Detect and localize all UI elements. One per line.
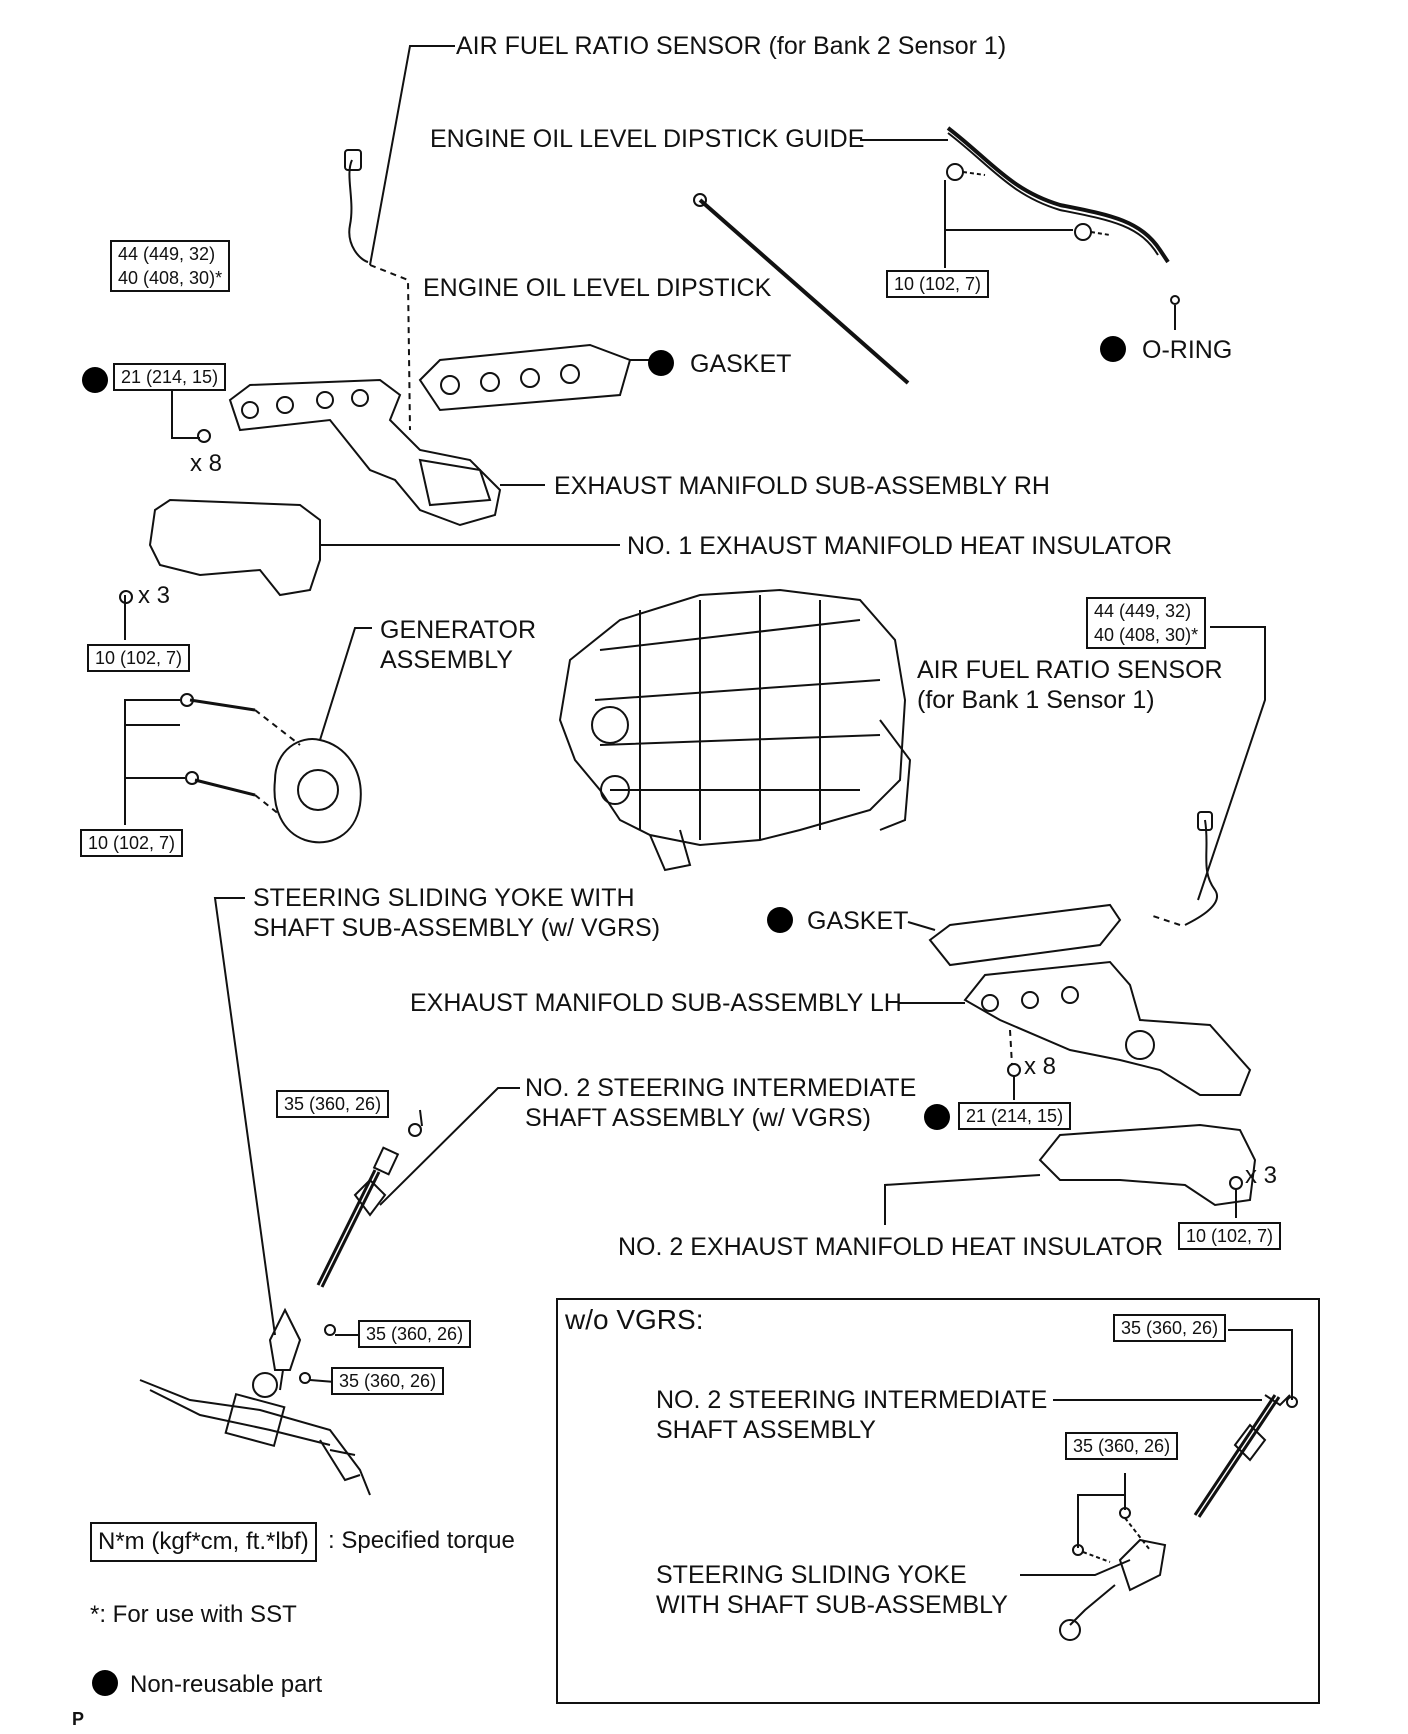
label-no2-shaft-2: SHAFT ASSEMBLY: [656, 1416, 876, 1444]
non-reusable-dot-icon: [648, 350, 674, 376]
leader-yoke-vgrs: [213, 897, 276, 1336]
label-no2-shaft-vgrs-2: SHAFT ASSEMBLY (w/ VGRS): [525, 1104, 871, 1132]
gasket-top-part: [418, 343, 632, 412]
label-no2-shaft-1: NO. 2 STEERING INTERMEDIATE: [656, 1386, 1048, 1414]
wo-vgrs-frame: [556, 1298, 1320, 1704]
torque-generator: 10 (102, 7): [80, 829, 184, 857]
gasket-lh-part: [928, 903, 1122, 967]
torque-wo-top: 35 (360, 26): [1113, 1314, 1227, 1342]
label-insulator-1: NO. 1 EXHAUST MANIFOLD HEAT INSULATOR: [627, 532, 1173, 560]
dipstick-part: [698, 198, 910, 385]
torque-af-sensor-bank2: 44 (449, 32) 40 (408, 30)*: [110, 240, 231, 292]
label-no2-shaft-vgrs-1: NO. 2 STEERING INTERMEDIATE: [525, 1074, 917, 1102]
qty-ins1-bolts: x 3: [138, 582, 171, 609]
yoke-wo-part: [1118, 1538, 1167, 1592]
non-reusable-dot-icon: [82, 367, 108, 393]
label-af-sensor-bank2: AIR FUEL RATIO SENSOR (for Bank 2 Sensor…: [456, 32, 1007, 60]
torque-value: 44 (449, 32): [1094, 601, 1192, 621]
qty-ins2-bolts: x 3: [1245, 1162, 1278, 1189]
af-sensor-bank2-part: [348, 159, 369, 263]
dipstick-guide-part: [946, 126, 1170, 264]
leader-yoke-wo: [1020, 1559, 1131, 1576]
leader-wo-top: [1228, 1329, 1293, 1400]
torque-value-sst: 40 (408, 30)*: [1094, 625, 1199, 645]
leader-af-sensor-bank2: [369, 45, 455, 266]
no2-shaft-vgrs-part: [316, 1169, 381, 1288]
torque-value: 44 (449, 32): [118, 244, 216, 264]
label-gasket-lh: GASKET: [807, 907, 909, 935]
exhaust-manifold-rh-part: [228, 378, 502, 527]
label-generator-1: GENERATOR: [380, 616, 537, 644]
label-wo-vgrs: w/o VGRS:: [565, 1304, 704, 1335]
leader-gasket-lh: [907, 921, 936, 931]
steering-rack-part: [139, 1372, 371, 1496]
leader-generator: [319, 627, 372, 741]
label-af-sensor-bank1-1: AIR FUEL RATIO SENSOR: [917, 656, 1223, 684]
leader-no2-shaft-vgrs: [379, 1087, 520, 1206]
qty-lh-nuts: x 8: [1024, 1053, 1057, 1080]
leader-insulator-2: [884, 1174, 1041, 1225]
legend-torque-text: : Specified torque: [328, 1527, 515, 1554]
label-exhaust-lh: EXHAUST MANIFOLD SUB-ASSEMBLY LH: [410, 989, 902, 1017]
non-reusable-dot-icon: [767, 907, 793, 933]
non-reusable-dot-icon: [924, 1104, 950, 1130]
label-oring: O-RING: [1142, 336, 1233, 364]
label-af-sensor-bank1-2: (for Bank 1 Sensor 1): [917, 686, 1155, 714]
torque-shaft-top: 35 (360, 26): [276, 1090, 390, 1118]
no2-shaft-wo-part: [1193, 1394, 1281, 1518]
engine-assembly-part: [558, 588, 912, 872]
exhaust-manifold-lh-part: [963, 960, 1252, 1096]
torque-shaft-bot: 35 (360, 26): [331, 1367, 445, 1395]
label-yoke-vgrs-2: SHAFT SUB-ASSEMBLY (w/ VGRS): [253, 914, 661, 942]
torque-exhaust-lh-nut: 21 (214, 15): [958, 1102, 1072, 1130]
leader-guide-torque: [944, 180, 1073, 268]
torque-shaft-mid: 35 (360, 26): [358, 1320, 472, 1348]
oring-part: [1170, 295, 1180, 305]
af-sensor-bank1-part: [1184, 819, 1218, 926]
legend-torque-box: N*m (kgf*cm, ft.*lbf): [90, 1522, 317, 1562]
label-dipstick: ENGINE OIL LEVEL DIPSTICK: [423, 274, 772, 302]
non-reusable-dot-icon: [1100, 336, 1126, 362]
yoke-vgrs-part: [268, 1307, 302, 1371]
label-yoke-2: WITH SHAFT SUB-ASSEMBLY: [656, 1591, 1008, 1619]
torque-value-sst: 40 (408, 30)*: [118, 268, 223, 288]
insulator-2-part: [1038, 1123, 1257, 1207]
label-dipstick-guide: ENGINE OIL LEVEL DIPSTICK GUIDE: [430, 125, 865, 153]
torque-wo-mid: 35 (360, 26): [1065, 1432, 1179, 1460]
corner-mark: P: [72, 1709, 85, 1729]
torque-af-sensor-bank1: 44 (449, 32) 40 (408, 30)*: [1086, 597, 1207, 649]
label-yoke-vgrs-1: STEERING SLIDING YOKE WITH: [253, 884, 635, 912]
legend-sst-note: *: For use with SST: [90, 1601, 297, 1628]
leader-generator-torque: [124, 699, 185, 825]
torque-dipstick-guide: 10 (102, 7): [886, 270, 990, 298]
insulator-1-part: [148, 498, 321, 597]
leader-af-sensor-bank1: [1197, 626, 1266, 901]
legend-nonreusable: Non-reusable part: [130, 1671, 323, 1698]
label-generator-2: ASSEMBLY: [380, 646, 513, 674]
qty-rh-nuts: x 8: [190, 450, 223, 477]
generator-part: [273, 738, 362, 844]
label-insulator-2: NO. 2 EXHAUST MANIFOLD HEAT INSULATOR: [618, 1233, 1164, 1261]
torque-exhaust-rh-nut: 21 (214, 15): [113, 363, 227, 391]
torque-insulator-1: 10 (102, 7): [87, 644, 191, 672]
non-reusable-dot-icon: [92, 1670, 118, 1696]
label-exhaust-rh: EXHAUST MANIFOLD SUB-ASSEMBLY RH: [554, 472, 1050, 500]
label-yoke-1: STEERING SLIDING YOKE: [656, 1561, 967, 1589]
torque-insulator-2: 10 (102, 7): [1178, 1222, 1282, 1250]
leader-rh-nut: [171, 376, 200, 439]
label-gasket-top: GASKET: [690, 350, 792, 378]
